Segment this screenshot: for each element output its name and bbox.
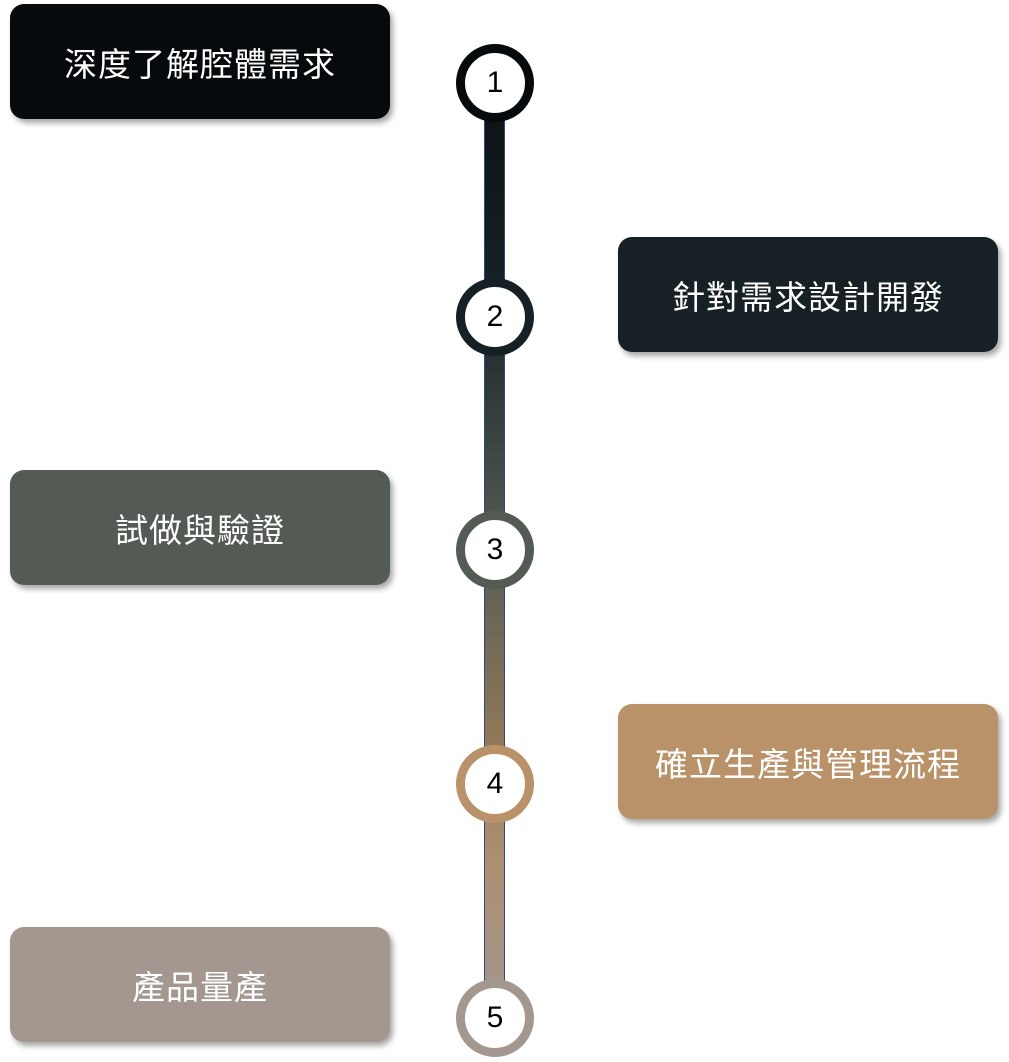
step-2-circle: 2 (456, 278, 534, 356)
step-1-box: 深度了解腔體需求 (10, 4, 390, 119)
step-1-number: 1 (486, 66, 504, 99)
step-4-label: 確立生產與管理流程 (655, 744, 961, 784)
step-5-number: 5 (486, 1001, 504, 1034)
step-2-number: 2 (486, 300, 504, 333)
step-2-box: 針對需求設計開發 (618, 237, 998, 352)
step-3-box: 試做與驗證 (10, 470, 390, 585)
step-3-circle: 3 (456, 511, 534, 589)
step-2-label: 針對需求設計開發 (672, 277, 944, 317)
step-5-box: 產品量產 (10, 927, 390, 1042)
step-4-circle: 4 (456, 745, 534, 823)
step-4-box: 確立生產與管理流程 (618, 704, 998, 819)
step-4-number: 4 (486, 767, 504, 800)
step-1-label: 深度了解腔體需求 (64, 44, 336, 84)
step-3-label: 試做與驗證 (115, 510, 285, 550)
step-3-number: 3 (486, 533, 504, 566)
step-1-circle: 1 (456, 44, 534, 122)
step-5-label: 產品量產 (132, 967, 268, 1007)
step-5-circle: 5 (456, 979, 534, 1057)
